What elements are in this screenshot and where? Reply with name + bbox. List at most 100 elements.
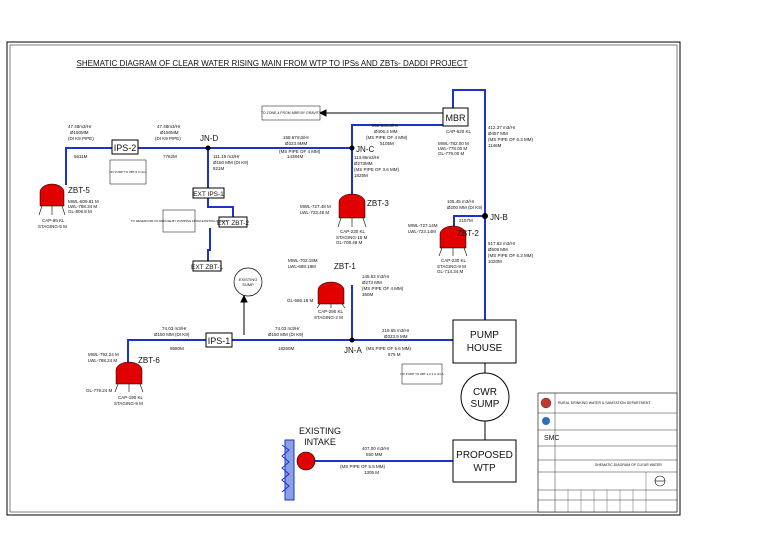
pipe-network: [65, 89, 486, 462]
ips2-left-length: 5611M: [74, 154, 88, 159]
mbr-cap: CAP-620 KL: [446, 129, 472, 134]
jnd-down-length: 821M: [213, 166, 225, 171]
tank-zbt1-icon: [317, 281, 345, 305]
jnc-down-type: (MS PIPE OF 3.6 MM): [354, 167, 400, 172]
ips2-left-dia: Ø150MM: [70, 130, 89, 135]
existing-sump-label-1: EXISTING: [239, 277, 258, 282]
river-icon: [284, 439, 295, 501]
ips1-right-flow: 74.03 m3/Hr: [275, 326, 300, 331]
intake-length: 1305 M: [364, 470, 379, 475]
pipe-ips1-zbt6: [127, 339, 206, 362]
jna-pump-flow: 219.65 m3/Hr: [382, 328, 410, 333]
label-jn-c: JN-C: [356, 145, 374, 154]
cwr-sump: CWR SUMP: [460, 372, 510, 422]
gov-logo-icon: [540, 397, 552, 409]
tanks: [39, 183, 467, 385]
jnb-length: 2157M: [459, 218, 473, 223]
zbt6-mwl: MWL-792.24 M: [88, 352, 119, 357]
zbt6-label: ZBT-6: [138, 356, 160, 365]
jnd-jnc-length: 14384M: [287, 154, 304, 159]
jnc-down-flow: 113.86m3/Hr: [354, 155, 380, 160]
zbt1-pipe-flow: 145.62 m3/Hr: [362, 274, 390, 279]
zbt6-lwl: LWL-788.24 M: [88, 358, 117, 363]
jnb-dia: Ø200 MM (DI K9): [447, 205, 483, 210]
pipe-extips1-extzbt2: [207, 198, 234, 217]
zbt2-lwl: LWL-723.14M: [408, 229, 436, 234]
right-mid-dia: Ø508 MM: [488, 247, 508, 252]
right-top-type: (MS PIPE OF 6.3 MM): [488, 137, 534, 142]
right-mid-length: 1020M: [488, 259, 502, 264]
diagram-title: SHEMATIC DIAGRAM OF CLEAR WATER RISING M…: [77, 59, 468, 68]
zbt2-cap: CAP-230 KL: [441, 258, 467, 263]
intake-type: (MS PIPE OF 5.5 MM): [340, 464, 386, 469]
zbt3-gl: GL-708.48 M: [336, 240, 363, 245]
cwr-label-1: CWR: [473, 387, 497, 398]
mbr-mwl: MWL-782.00 M: [438, 141, 469, 146]
zbt6-staging: STAGING-9 M: [114, 401, 143, 406]
pipe-main-right: [452, 89, 486, 322]
title-block-drawing-title: SHEMATIC DIAGRAM OF CLEAR WATER: [595, 463, 662, 467]
mbr-in-dia: Ø406.4 MM: [374, 129, 398, 134]
connectors: [240, 109, 486, 440]
zbt1-pipe-length: 360M: [362, 292, 374, 297]
zbt1-label: ZBT-1: [334, 262, 356, 271]
zbt6-cap: CAP-190 KL: [118, 395, 144, 400]
ips2-left-flow: 47.48m3/Hr: [68, 124, 92, 129]
ext-zbt1-label: EXT ZBT-1: [191, 264, 223, 271]
tank-zbt6-icon: [115, 361, 143, 385]
jnd-down-dia: Ø150 MM (DI K9): [213, 160, 249, 165]
ips2-left-type: (DI K9 PIPE): [68, 136, 94, 141]
ips2-label: IPS-2: [114, 143, 137, 153]
jna-pump-length: 575 M: [388, 352, 401, 357]
existing-sump: EXISTING SUMP: [233, 267, 263, 297]
ext-ips1-box: EXT IPS-1: [192, 187, 225, 199]
notes: TO ZONE-4 FROM MBR BY GRAVITY TO RESERVO…: [109, 105, 444, 385]
intake-label-2: INTAKE: [304, 437, 336, 447]
mbr-gl: GL-779.00 M: [438, 151, 465, 156]
ips2-right-type: (DI K9 PIPE): [155, 136, 181, 141]
label-jn-b: JN-B: [490, 213, 508, 222]
tank-zbt3-icon: [338, 193, 366, 219]
pipe-annotations: 47.48m3/Hr Ø150MM (DI K9 PIPE) 5611M 47.…: [68, 123, 534, 475]
pipe-jnc-mbr: [351, 124, 443, 148]
zbt1-mwl: MWL-702.18M: [288, 258, 318, 263]
ext-zbt1-box: EXT ZBT-1: [191, 260, 223, 272]
zbt1-staging: STAGING-2 M: [314, 315, 343, 320]
zbt5-lwl: LWL-788.34 M: [68, 204, 97, 209]
zbt1-pipe-type: (MS PIPE OF 4 MM): [362, 286, 404, 291]
intake-dia: 550 MM: [366, 452, 383, 457]
jnd-jnc-type: (MS PIPE OF 4 MM): [279, 149, 321, 154]
wtp-label-2: WTP: [473, 463, 496, 474]
junction-jn-d: [205, 145, 211, 151]
jnd-down-flow: 111.19 m3/Hr: [213, 154, 240, 159]
ext-zbt2-box: EXT ZBT-2: [217, 216, 249, 228]
intake-flow: 407.00 m3/Hr: [362, 446, 390, 451]
zbt5-gl: GL-808.8 M: [68, 209, 92, 214]
ips1-box: IPS-1: [205, 332, 233, 348]
arrow-left-icon: [318, 109, 327, 117]
cwr-label-2: SUMP: [471, 399, 500, 410]
pump-note: NO PUMP TO ZBT-1,2,3 & JN-A: [400, 372, 443, 376]
jna-pump-dia: Ø323.9 MM: [384, 334, 408, 339]
zbt3-label: ZBT-3: [367, 199, 389, 208]
tank-zbt5-icon: [39, 183, 65, 207]
intake-label-1: EXISTING: [299, 426, 341, 436]
title-block-org: RURAL DRINKING WATER & SANITATION DEPART…: [558, 401, 651, 405]
mbr-in-length: 5105M: [380, 141, 394, 146]
mbr-in-flow: 255.53m3/Hr: [372, 123, 399, 128]
zbt3-staging: STAGING-15 M: [336, 235, 368, 240]
label-jn-a: JN-A: [344, 346, 362, 355]
right-top-flow: 412.37 m3/Hr: [488, 125, 516, 130]
ips1-right-dia: Ø150 MM (DI K9): [268, 332, 304, 337]
jnd-jnc-dia: Ø323.9MM: [285, 141, 308, 146]
ips2-note: NO PUMP TO ZBT-5 3 Nos.: [109, 170, 147, 174]
zbt2-staging: STAGING-9 M: [437, 264, 466, 269]
zbt6-gl: GL-779.24 M: [86, 388, 113, 393]
junctions: [205, 145, 488, 343]
title-block-company: SMC: [544, 435, 560, 442]
pipe-jnb-zbt2: [453, 215, 485, 230]
zbt2-mwl: MWL-727.14M: [408, 223, 438, 228]
mbr-label: MBR: [446, 113, 467, 123]
zbt3-mwl: MWL-727.48 M: [300, 204, 331, 209]
